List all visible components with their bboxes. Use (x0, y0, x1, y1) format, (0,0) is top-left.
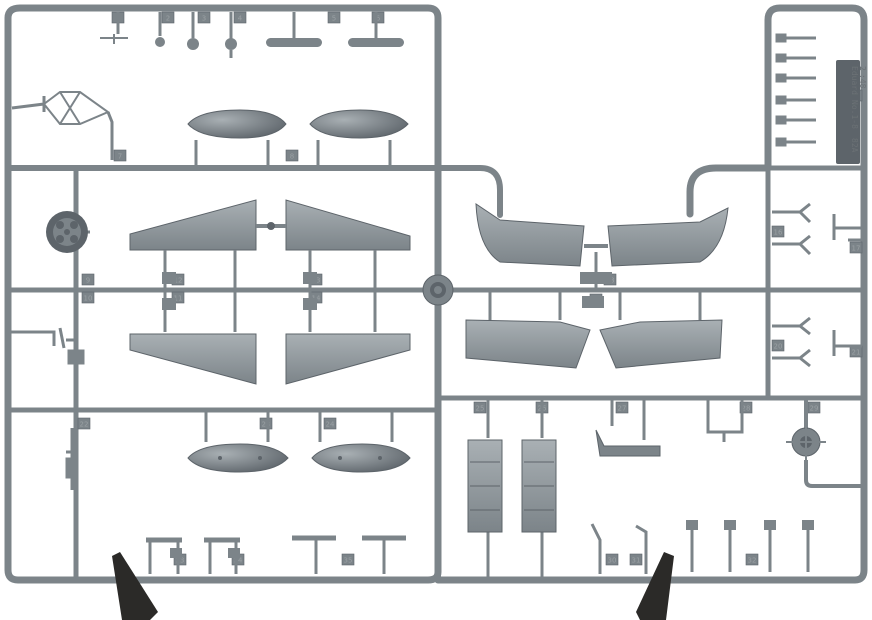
part-number-tab: 31 (629, 553, 643, 566)
svg-text:Eduard: Eduard (850, 66, 859, 95)
part-number-tab-plate (285, 149, 299, 162)
part-number-tab-plate (81, 273, 95, 286)
part-number-tab: 10 (81, 291, 95, 304)
center-gate-ring (422, 274, 454, 306)
part-number-tab: 24 (323, 417, 337, 430)
part-number-tab: 32 (745, 553, 759, 566)
molded-id-plate: Eduard No.1-8 82A 2 :48 (850, 66, 867, 153)
part-number-label: 22 (80, 421, 89, 429)
part-number-tab: 23 (259, 417, 273, 430)
part-number-label: 24 (326, 421, 335, 429)
part-number-tab: 9 (81, 273, 95, 286)
part-number-tab-plate (113, 149, 127, 162)
part-number-label: 9 (86, 277, 90, 285)
part-number-label: 8 (290, 153, 294, 161)
part-number-tab: 22 (77, 417, 91, 430)
drop-tanks-top (187, 109, 409, 166)
part-number-tab: 35 (341, 553, 355, 566)
part-number-tab: 7 (113, 149, 127, 162)
part-number-tab-plate (327, 11, 341, 24)
part-number-tab: 3 (197, 11, 211, 24)
part-number-tab-plate (161, 11, 175, 24)
part-number-label: 11 (174, 295, 183, 303)
wheel-hub (46, 211, 90, 253)
part-number-tab: 25 (473, 401, 487, 414)
part-number-label: 32 (748, 557, 757, 565)
part-number-label: 2 (166, 15, 170, 23)
part-number-tab: 6 (371, 11, 385, 24)
part-number-label: 25 (476, 405, 485, 413)
part-number-tab-plate (739, 401, 753, 414)
part-number-label: 31 (632, 557, 641, 565)
part-number-label: 27 (618, 405, 627, 413)
part-number-tab-plate (771, 225, 785, 238)
part-number-label: 5 (332, 15, 336, 23)
tailplane-upper (129, 199, 411, 290)
part-number-tab-plate (849, 241, 863, 254)
part-number-label: 3 (202, 15, 206, 23)
part-number-tab: 20 (771, 339, 785, 352)
part-number-tab: 30 (605, 553, 619, 566)
part-number-label: 10 (84, 295, 93, 303)
part-number-tab-plate (473, 401, 487, 414)
part-number-tab-plate (605, 553, 619, 566)
part-number-tab-plate (745, 553, 759, 566)
svg-text:2: 2 (858, 66, 867, 71)
svg-text:82A: 82A (850, 138, 859, 153)
part-number-tab-plate (629, 553, 643, 566)
part-number-label: 23 (262, 421, 271, 429)
part-number-tab: 29 (807, 401, 821, 414)
display-stands (112, 552, 674, 620)
part-number-tab-plate (371, 11, 385, 24)
part-number-tab: 28 (739, 401, 753, 414)
part-number-tab: 17 (849, 241, 863, 254)
part-number-label: 33 (176, 557, 185, 565)
drop-tanks-bottom (187, 412, 411, 473)
part-number-tab: 5 (327, 11, 341, 24)
part-number-label: 30 (608, 557, 617, 565)
wing-halves-upper (475, 203, 729, 290)
part-number-tab-plate (81, 291, 95, 304)
bottom-left-small-parts (146, 535, 406, 574)
part-number-label: 12 (174, 277, 183, 285)
part-number-tab: 2 (161, 11, 175, 24)
part-number-tab: 4 (233, 11, 247, 24)
part-number-label: 28 (742, 405, 751, 413)
bottom-right-parts (467, 400, 864, 578)
part-number-tab-plate (615, 401, 629, 414)
part-number-tab-plate (341, 553, 355, 566)
tailplane-lower (129, 290, 411, 385)
part-number-label: 4 (238, 15, 243, 23)
part-number-label: 29 (810, 405, 819, 413)
part-number-tab-plate (323, 417, 337, 430)
part-number-tab-plate (259, 417, 273, 430)
part-number-label: 21 (852, 349, 861, 357)
part-number-tab: 8 (285, 149, 299, 162)
part-number-tab: 27 (615, 401, 629, 414)
part-number-tab-plate (171, 291, 185, 304)
part-number-label: 7 (118, 153, 122, 161)
part-number-label: 34 (234, 557, 243, 565)
part-number-tab: 16 (771, 225, 785, 238)
wing-halves-lower (465, 290, 723, 369)
svg-text:No.1-8: No.1-8 (850, 100, 859, 129)
part-number-tab: 21 (849, 345, 863, 358)
part-number-tab-plate (197, 11, 211, 24)
part-number-label: 35 (344, 557, 353, 565)
part-number-label: 17 (852, 245, 861, 253)
part-number-label: 16 (774, 229, 783, 237)
svg-text::48: :48 (858, 74, 867, 89)
part-number-tab-plate (77, 417, 91, 430)
part-number-label: 20 (774, 343, 783, 351)
antenna-mast-part (11, 91, 114, 160)
top-small-parts (100, 12, 404, 58)
part-number-label: 6 (376, 15, 381, 23)
right-column-small-parts (772, 33, 862, 368)
part-number-tab-plate (233, 11, 247, 24)
left-small-parts (10, 327, 85, 490)
part-number-tab-plate (771, 339, 785, 352)
part-number-tab: 11 (171, 291, 185, 304)
